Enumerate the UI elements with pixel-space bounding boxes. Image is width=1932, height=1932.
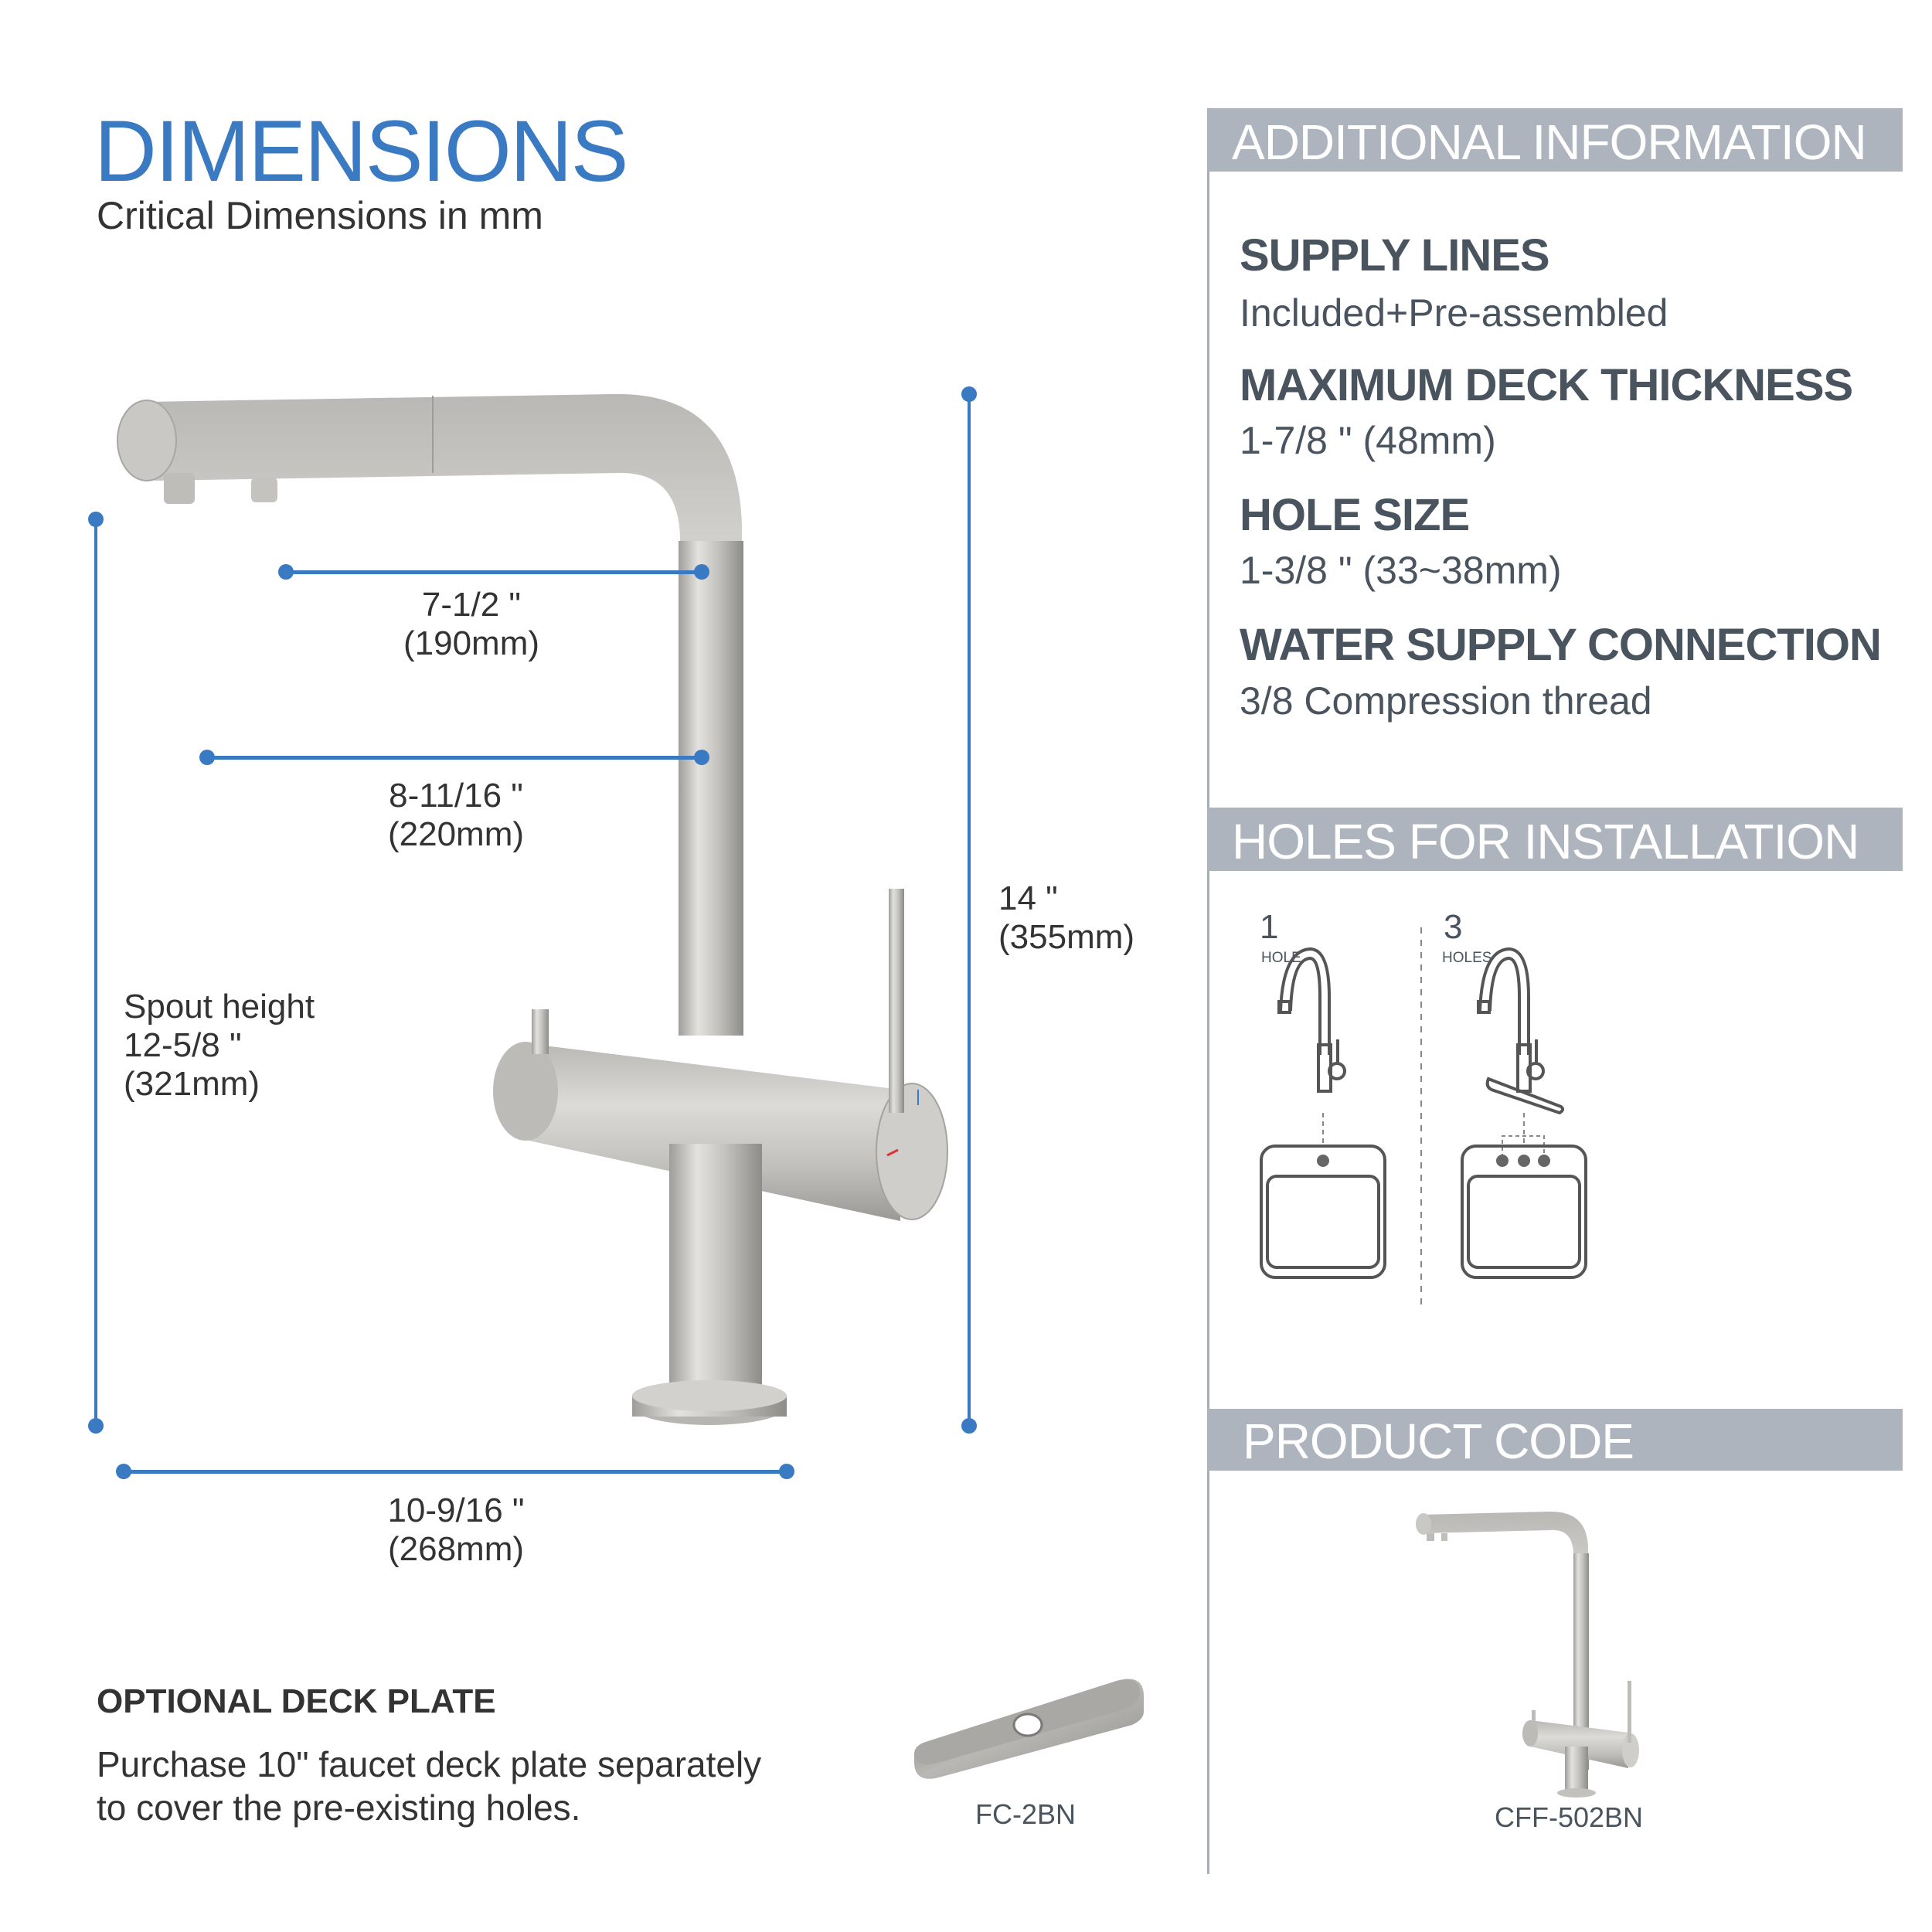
installation-diagram: [1260, 927, 1587, 1306]
metric-value: (355mm): [998, 918, 1135, 956]
dimension-line-reach-inner: [286, 570, 702, 574]
metric-value: (268mm): [387, 1530, 525, 1568]
dimension-line-total-height: [968, 394, 971, 1426]
deck-plate-line-1: Purchase 10" faucet deck plate separatel…: [97, 1744, 762, 1784]
page-subtitle: Critical Dimensions in mm: [97, 194, 543, 237]
dimension-dot: [779, 1464, 794, 1479]
deck-plate-code: FC-2BN: [975, 1798, 1077, 1830]
info-value-hole-size: 1-3/8 " (33~38mm): [1240, 549, 1562, 592]
metric-value: (321mm): [124, 1065, 260, 1103]
hole-option-3-caption: HOLES: [1442, 950, 1492, 966]
dimension-dot: [199, 750, 215, 765]
additional-info-heading: ADDITIONAL INFORMATION: [1232, 114, 1867, 170]
dimension-dot: [961, 386, 977, 402]
dimension-label-spout-height: Spout height 12-5/8 " (321mm): [124, 988, 371, 1104]
imperial-value: 8-11/16 ": [389, 777, 523, 815]
deck-plate-image: [914, 1679, 1144, 1779]
info-label-hole-size: HOLE SIZE: [1240, 490, 1470, 540]
page-title: DIMENSIONS: [94, 103, 628, 199]
dimension-dot: [694, 564, 709, 580]
dimension-label-reach-outer: 8-11/16 " (220mm): [340, 777, 572, 854]
imperial-value: 14 ": [998, 879, 1058, 917]
additional-info-header: ADDITIONAL INFORMATION: [1207, 108, 1903, 172]
info-label-supply-lines: SUPPLY LINES: [1240, 230, 1550, 281]
imperial-value: 10-9/16 ": [387, 1492, 525, 1529]
hole-option-1-number: 1: [1260, 908, 1279, 946]
deck-plate-title: OPTIONAL DECK PLATE: [97, 1682, 496, 1720]
dimension-line-spout-height: [94, 519, 97, 1426]
info-value-water-supply: 3/8 Compression thread: [1240, 679, 1652, 723]
product-code-heading: PRODUCT CODE: [1243, 1413, 1634, 1469]
dimension-dot: [694, 750, 709, 765]
dimension-line-reach-outer: [207, 756, 702, 760]
product-code-header: PRODUCT CODE: [1207, 1409, 1903, 1471]
dimension-line-overall-width: [124, 1470, 787, 1474]
imperial-value: 12-5/8 ": [124, 1026, 242, 1064]
info-value-deck-thickness: 1-7/8 " (48mm): [1240, 419, 1496, 462]
deck-plate-line-2: to cover the pre-existing holes.: [97, 1787, 581, 1828]
dimension-dot: [88, 512, 104, 527]
dimension-label-overall-width: 10-9/16 " (268mm): [340, 1492, 572, 1569]
dimension-dot: [116, 1464, 131, 1479]
faucet-illustration: [117, 393, 948, 1425]
dimension-dot: [961, 1418, 977, 1434]
info-label-water-supply: WATER SUPPLY CONNECTION: [1240, 620, 1882, 670]
installation-header: HOLES FOR INSTALLATION: [1207, 808, 1903, 871]
dimension-dot: [278, 564, 294, 580]
product-thumbnail: [1416, 1511, 1639, 1798]
hole-option-3-number: 3: [1444, 908, 1463, 946]
imperial-value: 7-1/2 ": [421, 586, 522, 624]
metric-value: (220mm): [387, 815, 525, 853]
spout-height-caption: Spout height: [124, 988, 315, 1026]
installation-heading: HOLES FOR INSTALLATION: [1232, 814, 1859, 869]
dimension-dot: [88, 1418, 104, 1434]
metric-value: (190mm): [403, 624, 540, 662]
section-divider: [1207, 108, 1209, 1874]
info-label-deck-thickness: MAXIMUM DECK THICKNESS: [1240, 360, 1853, 410]
dimension-label-reach-inner: 7-1/2 " (190mm): [355, 586, 587, 663]
deck-plate-description: Purchase 10" faucet deck plate separatel…: [97, 1743, 869, 1829]
dimension-label-total-height: 14 " (355mm): [998, 879, 1184, 957]
product-code-value: CFF-502BN: [1495, 1801, 1644, 1833]
info-value-supply-lines: Included+Pre-assembled: [1240, 291, 1668, 335]
